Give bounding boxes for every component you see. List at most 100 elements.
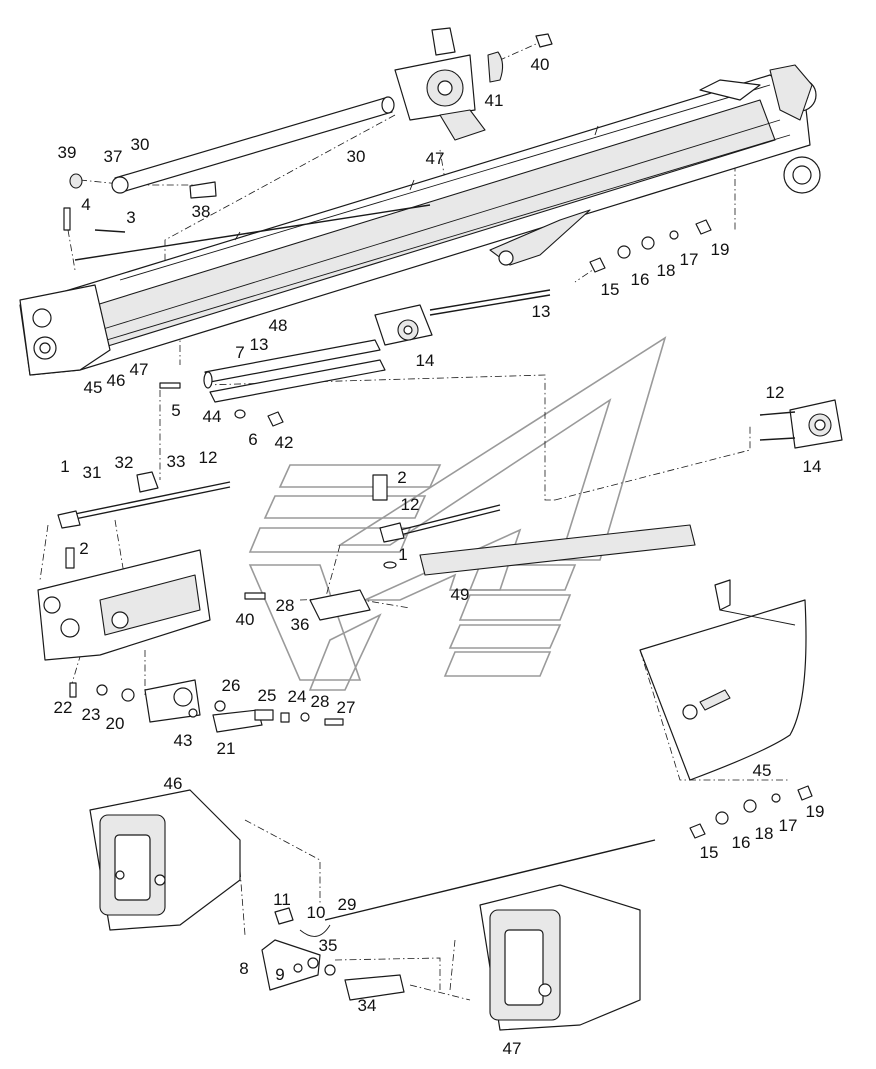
callout-1: 1 <box>60 457 69 476</box>
callout-17: 17 <box>779 816 798 835</box>
nut-40-top <box>535 33 553 48</box>
callout-16: 16 <box>732 833 751 852</box>
callout-29: 29 <box>338 895 357 914</box>
washer-39 <box>69 173 83 189</box>
fasteners-22-23-20 <box>69 682 135 702</box>
callout-17: 17 <box>680 250 699 269</box>
bracket-36 <box>309 589 371 621</box>
rope-socket-left <box>57 510 81 529</box>
callout-46: 46 <box>107 371 126 390</box>
lower-boom <box>37 549 211 661</box>
bracket-32 <box>136 471 159 493</box>
pin-4 <box>63 207 71 231</box>
leader-lines <box>39 39 790 1001</box>
guide-rail-7 <box>203 339 386 403</box>
callout-11: 11 <box>273 890 291 909</box>
callout-36: 36 <box>291 615 310 634</box>
callout-34: 34 <box>358 996 377 1015</box>
callout-4: 4 <box>81 195 90 214</box>
sheave-bracket-14-right <box>759 399 843 449</box>
main-boom <box>19 64 821 376</box>
callout-5: 5 <box>171 401 180 420</box>
callout-20: 20 <box>106 714 125 733</box>
wire-rope-12 <box>69 481 501 536</box>
fastener-stack-top <box>589 219 712 273</box>
callout-47: 47 <box>503 1039 522 1058</box>
callout-14: 14 <box>803 457 822 476</box>
callout-15: 15 <box>700 843 719 862</box>
pin-2-left <box>65 547 75 569</box>
callout-21: 21 <box>217 739 236 758</box>
sheave-bracket-top <box>394 27 486 141</box>
cover-plate-45 <box>639 579 807 781</box>
callout-24: 24 <box>288 687 307 706</box>
callout-32: 32 <box>115 453 134 472</box>
pin-2-mid <box>372 474 388 501</box>
callout-12: 12 <box>401 495 420 514</box>
callout-28: 28 <box>276 596 295 615</box>
callout-40: 40 <box>531 55 550 74</box>
callout-40: 40 <box>236 610 255 629</box>
callout-38: 38 <box>192 202 211 221</box>
callout-18: 18 <box>657 261 676 280</box>
callout-37: 37 <box>104 147 123 166</box>
clip-3 <box>94 229 126 233</box>
cable-lever-assembly <box>261 839 656 1001</box>
callout-43: 43 <box>174 731 193 750</box>
washer-1-mid <box>383 561 397 569</box>
callout-26: 26 <box>222 676 241 695</box>
rope-socket-mid <box>379 522 405 543</box>
callout-25: 25 <box>258 686 277 705</box>
callout-2: 2 <box>397 468 406 487</box>
bushing-38 <box>189 181 217 199</box>
callout-48: 48 <box>269 316 288 335</box>
callout-14: 14 <box>416 351 435 370</box>
callout-35: 35 <box>319 936 338 955</box>
roller-30 <box>111 96 395 194</box>
callout-3: 3 <box>126 208 135 227</box>
callout-13: 13 <box>532 302 551 321</box>
callout-42: 42 <box>275 433 294 452</box>
hydraulic-block-26 <box>144 679 201 723</box>
callout-45: 45 <box>84 378 103 397</box>
nut-42 <box>267 411 284 427</box>
washer-6 <box>234 409 246 419</box>
callout-46: 46 <box>164 774 183 793</box>
callout-23: 23 <box>82 705 101 724</box>
callout-18: 18 <box>755 824 774 843</box>
callout-28: 28 <box>311 692 330 711</box>
callout-10: 10 <box>307 903 326 922</box>
callout-47: 47 <box>426 149 445 168</box>
callout-41: 41 <box>485 91 504 110</box>
bolt-40 <box>244 592 266 600</box>
callout-13: 13 <box>250 335 269 354</box>
callout-16: 16 <box>631 270 650 289</box>
callout-2: 2 <box>79 539 88 558</box>
callout-39: 39 <box>58 143 77 162</box>
callout-8: 8 <box>239 959 248 978</box>
parts-21-25-24-28-27 <box>188 700 344 733</box>
end-cap-46 <box>89 789 241 931</box>
callout-12: 12 <box>766 383 785 402</box>
cylinder-49 <box>419 524 696 576</box>
callout-19: 19 <box>806 802 825 821</box>
end-cap-47 <box>479 884 641 1031</box>
watermark-logo <box>248 336 667 691</box>
callout-27: 27 <box>337 698 356 717</box>
fastener-stack-lower <box>689 785 813 839</box>
bolt-5 <box>159 382 181 389</box>
callout-9: 9 <box>275 965 284 984</box>
callout-6: 6 <box>248 430 257 449</box>
callout-19: 19 <box>711 240 730 259</box>
callout-7: 7 <box>235 343 244 362</box>
callout-15: 15 <box>601 280 620 299</box>
callout-1: 1 <box>398 545 407 564</box>
callout-30: 30 <box>131 135 150 154</box>
callout-33: 33 <box>167 452 186 471</box>
callout-44: 44 <box>203 407 222 426</box>
callout-45: 45 <box>753 761 772 780</box>
callout-49: 49 <box>451 585 470 604</box>
callout-labels: 30 30 39 37 38 4 3 40 41 47 19 17 18 16 … <box>54 55 825 1058</box>
